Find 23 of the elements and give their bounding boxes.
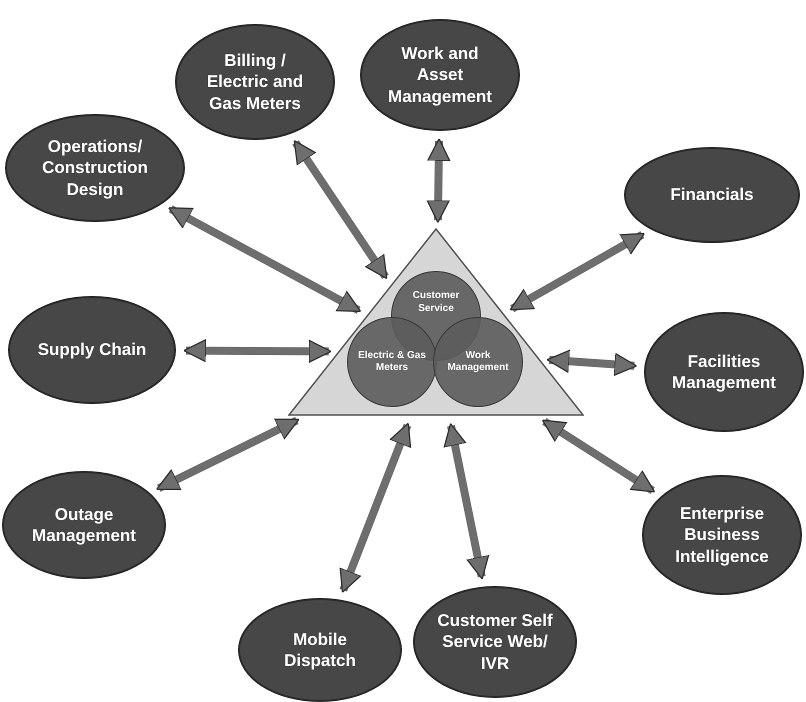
double-arrow [510,231,645,312]
node-label: Operations/ Construction Design [41,136,149,200]
double-arrow [426,138,450,224]
node-label: Outage Management [31,504,137,546]
node-label: Customer Service [412,290,460,315]
double-arrow [156,416,300,492]
double-arrow [168,205,362,314]
node-label: Work and Asset Management [387,43,493,107]
double-arrow [183,339,332,363]
double-arrow [444,422,490,580]
node-label: Work Management [446,350,510,374]
node-label: Supply Chain [38,339,146,361]
node-label: Enterprise Business Intelligence [674,503,770,567]
node-label: Electric & Gas Meters [357,350,427,374]
node-label: Facilities Management [671,350,777,394]
double-arrow [340,422,412,593]
double-arrow [542,418,656,494]
node-label: Mobile Dispatch [283,628,357,672]
double-arrow [292,140,389,280]
node-label: Billing / Electric and Gas Meters [206,50,304,114]
double-arrow [546,350,638,376]
node-label: Customer Self Service Web/ IVR [436,610,554,674]
node-label: Financials [670,184,754,206]
